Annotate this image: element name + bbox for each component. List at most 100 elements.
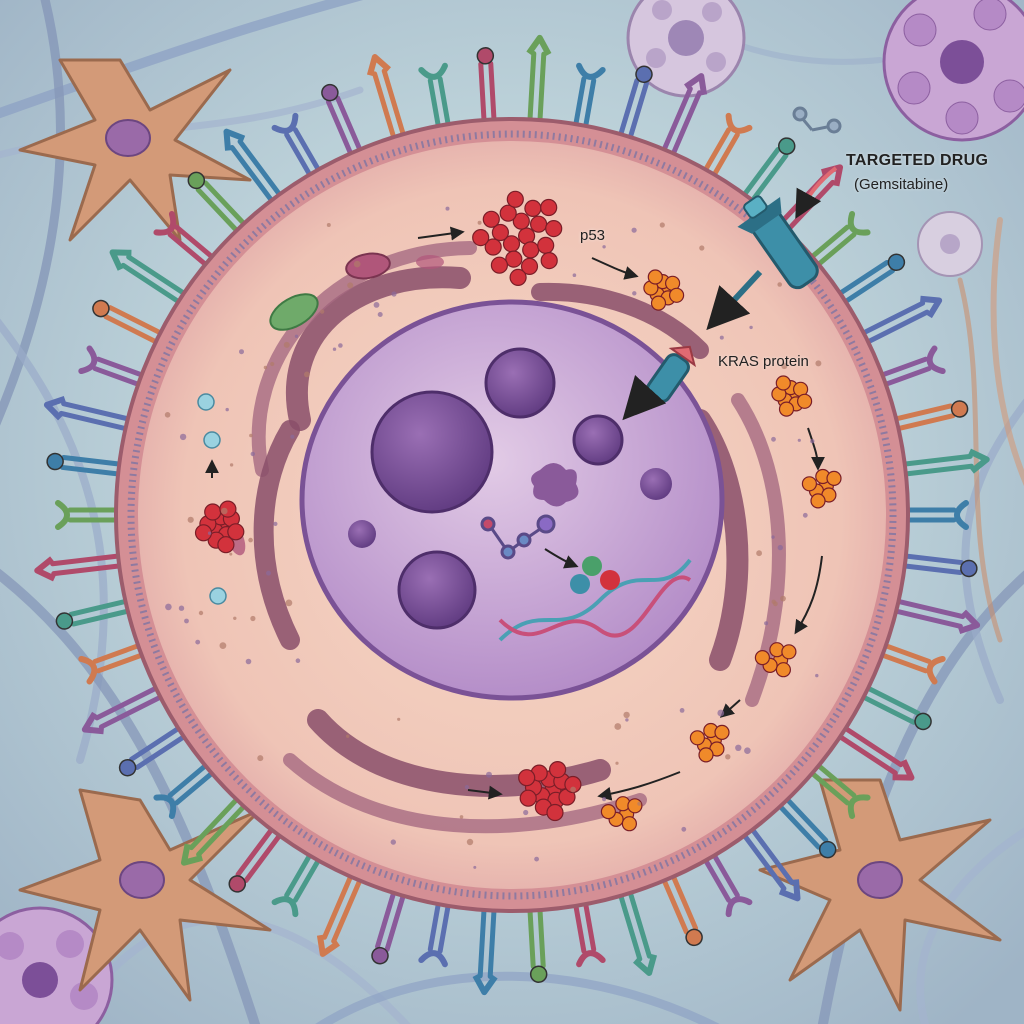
cytoplasm-particle: [777, 544, 783, 551]
membrane-receptor: [316, 866, 366, 957]
cytoplasm-particle: [445, 206, 450, 211]
cytoplasm-particle: [771, 599, 776, 604]
pathway-arrow: [591, 257, 639, 280]
cytoplasm-particle: [810, 439, 815, 444]
cytoplasm-particle: [250, 451, 255, 457]
pathway-arrow: [417, 226, 465, 241]
protein-bead: [509, 268, 527, 286]
cytoplasm-particles: [164, 206, 822, 869]
chromatin-clump: [531, 463, 579, 507]
cytoplasm-particle: [699, 245, 705, 251]
protein-bead: [204, 503, 222, 521]
drug-pointer-arrow: [795, 166, 838, 219]
protein-bead: [546, 803, 564, 822]
cytoplasm-particle: [294, 334, 299, 338]
p53-cluster-left: [194, 500, 245, 554]
pathway-arrow: [597, 771, 681, 801]
membrane-receptor: [34, 552, 130, 582]
pathway-arrow: [544, 548, 579, 569]
cluster-cell-top-right: [882, 0, 1024, 142]
protein-bead: [505, 250, 523, 268]
membrane-receptor: [187, 171, 252, 239]
cytoplasm-particle: [749, 325, 753, 330]
membrane-receptor: [830, 721, 915, 781]
cytoplasm-particle: [290, 434, 295, 439]
cytoplasm-particle: [781, 362, 788, 369]
cytoplasm-particle: [659, 222, 665, 228]
cytoplasm-particle: [178, 605, 185, 611]
protein-bead: [522, 241, 540, 259]
cytoplasm-particle: [637, 801, 642, 806]
nucleolus: [397, 550, 477, 630]
protein-bead: [826, 470, 842, 486]
vesicle: [197, 393, 215, 411]
cell-membrane-inner: [127, 130, 897, 900]
cytoplasm-particle: [164, 412, 171, 418]
protein-bead: [810, 493, 826, 509]
protein-bead: [548, 760, 567, 779]
cytoplasm-particle: [681, 826, 687, 832]
protein-bead: [540, 252, 558, 270]
membrane-receptor: [885, 597, 981, 635]
protein-bead: [775, 375, 791, 391]
cytoplasm-particle: [229, 463, 234, 467]
cytoplasm-particle: [346, 734, 350, 738]
protein-bead: [512, 212, 530, 230]
cytoplasm-particle: [615, 761, 619, 765]
cytoplasm-particle: [320, 309, 325, 314]
protein-bead: [689, 730, 706, 746]
pathway-arrows: [205, 226, 825, 801]
vesicle: [209, 587, 227, 605]
protein-bead: [518, 769, 536, 787]
cytoplasm-particle: [221, 507, 228, 515]
cytoplasm-particle: [285, 599, 293, 607]
fiber: [817, 570, 1024, 1024]
cytoplasm-particle: [466, 838, 474, 846]
membrane-receptor: [371, 882, 408, 965]
drug-name-label: (Gemsitabine): [854, 176, 949, 193]
drug-action-arrow: [706, 269, 763, 331]
pathway-arrow: [719, 699, 741, 718]
cytoplasm-particle: [347, 282, 354, 289]
kras-cluster: [643, 269, 685, 311]
vesicle: [203, 431, 221, 449]
cytoplasm-particle: [744, 747, 751, 754]
cytoplasm-particle: [717, 709, 725, 717]
cytoplasm-particle: [245, 658, 252, 665]
protein-bead: [519, 789, 537, 807]
membrane-receptor: [321, 83, 366, 164]
membrane-receptor: [894, 552, 978, 578]
cytoplasm-particle: [756, 550, 762, 557]
nucleolus: [572, 414, 624, 466]
kras-cluster: [689, 722, 730, 763]
protein-bead: [520, 257, 539, 275]
nucleolus: [484, 347, 556, 419]
cytoplasm-particle: [602, 245, 606, 249]
protein-bead: [491, 223, 509, 242]
cytoplasm-particle: [777, 282, 782, 287]
cytoplasm-particle: [632, 291, 637, 296]
cytoplasm-particle: [602, 797, 607, 802]
cytoplasm-particle: [771, 535, 775, 539]
astrocyte-top-left: [18, 58, 252, 242]
cytoplasm-particle: [165, 603, 172, 611]
pathway-arrow: [807, 427, 825, 471]
cytoplasm-particle: [249, 433, 253, 438]
kras-cluster: [801, 468, 842, 509]
cytoplasm-particle: [239, 349, 244, 355]
membrane-receptor: [476, 47, 497, 131]
kras-clusters: [600, 269, 842, 832]
protein-bead: [754, 649, 771, 666]
protein-bead: [564, 775, 582, 794]
protein-bead: [490, 256, 508, 274]
nucleolus: [370, 390, 494, 514]
protein-bead: [194, 524, 213, 542]
cytoplasm-particle: [523, 809, 529, 816]
cytoplasm-particle: [198, 610, 204, 616]
p53-cluster-top: [472, 190, 563, 286]
cytoplasm-particle: [486, 771, 492, 778]
membrane-receptor: [43, 395, 139, 433]
protein-bead: [650, 295, 667, 311]
